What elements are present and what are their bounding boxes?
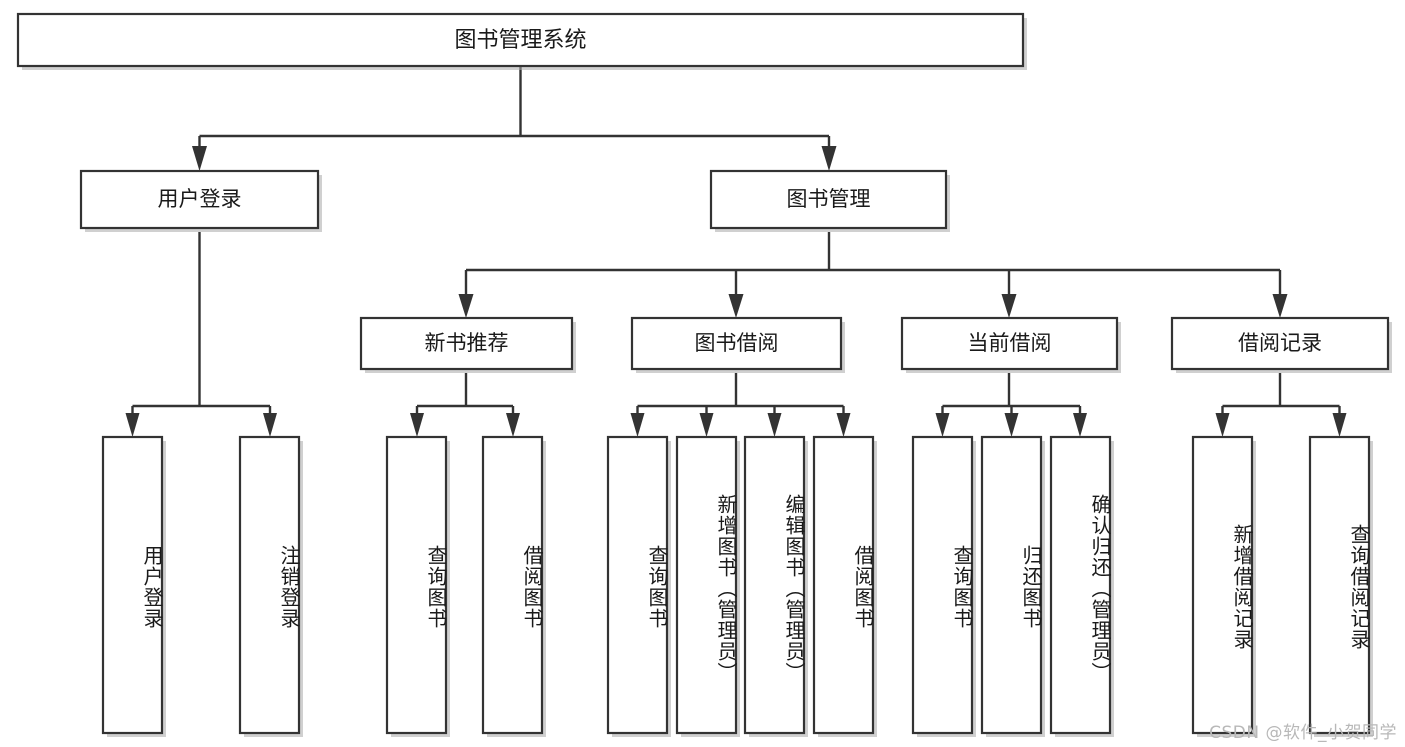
node-rect[interactable] <box>1049 435 1112 735</box>
node-label-user-login: 用户登录 <box>158 187 242 211</box>
node-current-borrow[interactable]: 当前借阅 <box>900 316 1121 373</box>
node-rect[interactable] <box>359 316 574 371</box>
node-label-new-book-recommend: 新书推荐 <box>425 331 509 355</box>
node-book-management[interactable]: 图书管理 <box>709 169 950 232</box>
arrow-icon <box>263 413 277 437</box>
arrow-icon <box>821 146 837 171</box>
node-rect[interactable] <box>606 435 669 735</box>
node-leaf-query-book-2[interactable] <box>606 435 671 737</box>
arrow-icon <box>935 413 950 437</box>
node-label-book-borrow: 图书借阅 <box>695 331 779 355</box>
arrow-icon <box>728 294 744 318</box>
connector-new-book-to-leaves <box>410 373 520 437</box>
arrow-icon <box>1272 294 1288 318</box>
arrow-icon <box>506 413 520 437</box>
node-rect[interactable] <box>900 316 1119 371</box>
node-leaf-borrow-book-1[interactable] <box>481 435 546 737</box>
node-leaf-confirm-return[interactable] <box>1049 435 1114 737</box>
node-leaf-query-record[interactable] <box>1308 435 1373 737</box>
arrow-icon <box>767 413 782 437</box>
node-rect[interactable] <box>675 435 738 735</box>
arrow-icon <box>410 413 424 437</box>
node-leaf-query-book-1[interactable] <box>385 435 450 737</box>
node-rect[interactable] <box>1308 435 1371 735</box>
arrow-icon <box>1004 413 1019 437</box>
node-label-borrow-record: 借阅记录 <box>1238 331 1322 355</box>
node-borrow-record[interactable]: 借阅记录 <box>1170 316 1392 373</box>
arrow-icon <box>1215 413 1230 437</box>
node-leaf-user-login[interactable] <box>101 435 166 737</box>
connector-book-borrow-to-leaves <box>630 373 851 437</box>
node-rect[interactable] <box>709 169 948 230</box>
arrow-icon <box>699 413 714 437</box>
node-leaf-edit-book[interactable] <box>743 435 808 737</box>
node-rect[interactable] <box>101 435 164 735</box>
node-leaf-add-record[interactable] <box>1191 435 1256 737</box>
connector-current-borrow-to-leaves <box>935 373 1087 437</box>
node-rect[interactable] <box>743 435 806 735</box>
node-book-borrow[interactable]: 图书借阅 <box>630 316 845 373</box>
arrow-icon <box>1332 413 1347 437</box>
node-rect[interactable] <box>812 435 875 735</box>
node-label-current-borrow: 当前借阅 <box>968 331 1052 355</box>
node-leaf-query-book-3[interactable] <box>911 435 976 737</box>
node-leaf-add-book[interactable] <box>675 435 740 737</box>
arrow-icon <box>1073 413 1087 437</box>
node-leaf-logout-login[interactable] <box>238 435 303 737</box>
node-new-book-recommend[interactable]: 新书推荐 <box>359 316 576 373</box>
connector-book-management-to-level3 <box>458 232 1288 318</box>
node-label-root: 图书管理系统 <box>454 28 586 53</box>
node-rect[interactable] <box>980 435 1043 735</box>
node-user-login[interactable]: 用户登录 <box>79 169 322 232</box>
node-rect[interactable] <box>16 12 1025 68</box>
node-leaf-borrow-book-2[interactable] <box>812 435 877 737</box>
arrow-icon <box>630 413 645 437</box>
node-rect[interactable] <box>1191 435 1254 735</box>
watermark-text: CSDN @软件_小贺同学 <box>1209 723 1397 743</box>
node-rect[interactable] <box>238 435 301 735</box>
connector-user-login-to-leaves <box>125 232 277 437</box>
node-leaf-return-book[interactable] <box>980 435 1045 737</box>
node-root[interactable]: 图书管理系统 <box>16 12 1027 70</box>
arrow-icon <box>1001 294 1017 318</box>
node-rect[interactable] <box>79 169 320 230</box>
node-rect[interactable] <box>385 435 448 735</box>
node-rect[interactable] <box>911 435 974 735</box>
node-label-book-management: 图书管理 <box>787 187 871 211</box>
arrow-icon <box>125 413 140 437</box>
arrow-icon <box>192 146 207 171</box>
node-rect[interactable] <box>630 316 843 371</box>
connector-borrow-record-to-leaves <box>1215 373 1347 437</box>
arrow-icon <box>458 294 474 318</box>
node-rect[interactable] <box>481 435 544 735</box>
node-rect[interactable] <box>1170 316 1390 371</box>
connector-root-to-level2 <box>192 66 837 171</box>
arrow-icon <box>836 413 851 437</box>
